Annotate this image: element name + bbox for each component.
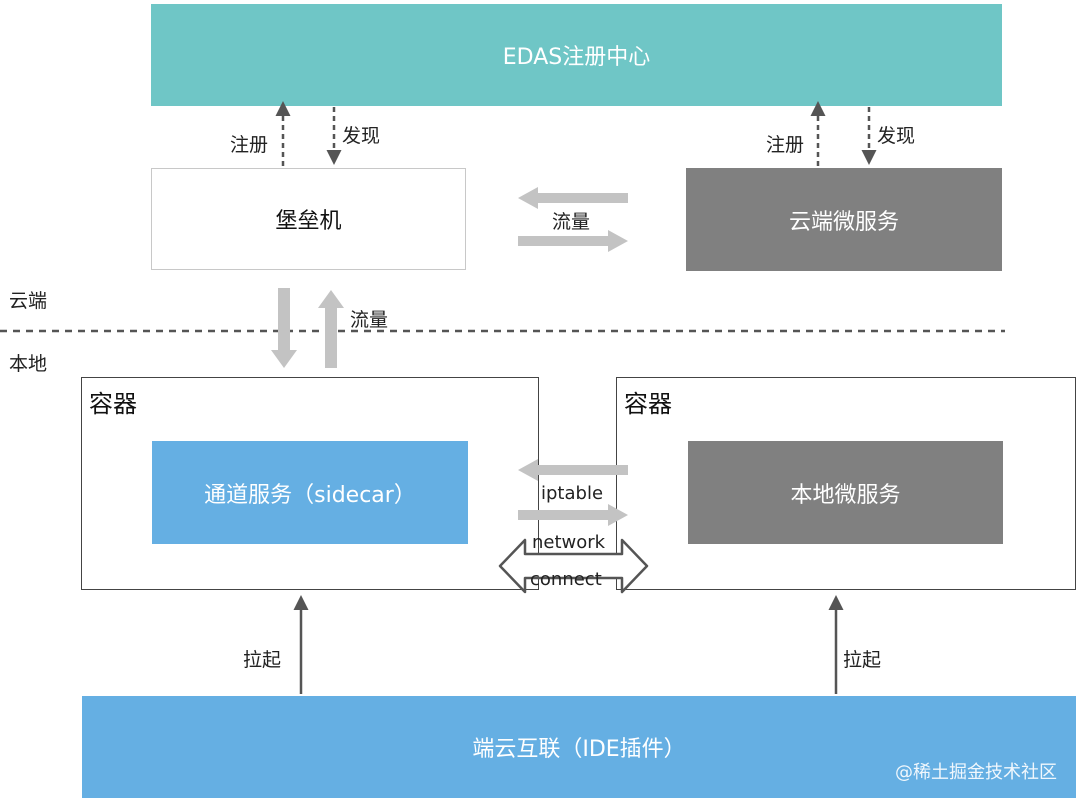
traffic-arrow-to-cloud <box>518 230 628 252</box>
discover-label-left: 发现 <box>342 125 381 147</box>
container-left-title: 容器 <box>89 390 137 418</box>
launch-label-left: 拉起 <box>243 649 282 671</box>
zone-label-cloud: 云端 <box>9 290 48 312</box>
ide-plugin-label: 端云互联（IDE插件） <box>472 737 686 762</box>
sidecar-service: 通道服务（sidecar） <box>152 441 468 544</box>
network-connect-arrow <box>498 538 649 594</box>
traffic-arrow-up <box>318 290 344 368</box>
cloud-microservice-label: 云端微服务 <box>788 209 899 235</box>
iptable-label: iptable <box>541 483 604 504</box>
zone-label-local: 本地 <box>9 353 48 375</box>
bastion-host: 堡垒机 <box>151 168 466 270</box>
network-label: network <box>532 532 606 553</box>
registry-center-label: EDAS注册中心 <box>502 45 651 70</box>
container-right-title: 容器 <box>624 390 672 418</box>
iptable-arrow-to-sidecar <box>518 459 628 481</box>
traffic-arrow-to-bastion <box>518 187 628 209</box>
iptable-arrow-to-local <box>518 504 628 526</box>
register-label-left: 注册 <box>230 134 269 156</box>
cloud-microservice: 云端微服务 <box>686 168 1002 271</box>
connect-label: connect <box>530 569 602 590</box>
registry-center: EDAS注册中心 <box>151 4 1002 106</box>
traffic-label-vertical: 流量 <box>350 309 389 331</box>
local-microservice-label: 本地微服务 <box>790 482 901 508</box>
container-left: 容器 <box>81 377 539 590</box>
traffic-arrow-down <box>271 288 297 368</box>
launch-label-right: 拉起 <box>843 649 882 671</box>
local-microservice: 本地微服务 <box>688 441 1003 544</box>
watermark: @稀土掘金技术社区 <box>895 762 1057 783</box>
traffic-label-top: 流量 <box>552 211 591 233</box>
container-right: 容器 <box>616 377 1076 590</box>
discover-label-right: 发现 <box>877 125 916 147</box>
ide-plugin: 端云互联（IDE插件） <box>82 696 1076 798</box>
sidecar-service-label: 通道服务（sidecar） <box>204 482 416 508</box>
bastion-host-label: 堡垒机 <box>275 209 342 234</box>
register-label-right: 注册 <box>766 134 805 156</box>
